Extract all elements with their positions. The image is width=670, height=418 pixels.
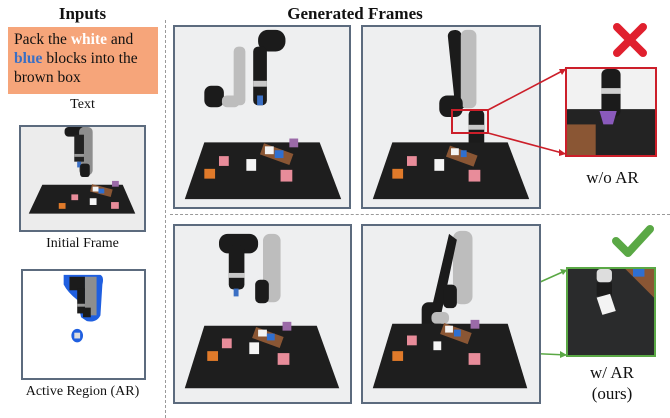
initial-frame-caption: Initial Frame xyxy=(46,236,119,251)
fail-zoom-image xyxy=(565,67,657,157)
success-zoom-image xyxy=(566,267,656,357)
active-region-caption: Active Region (AR) xyxy=(25,384,140,399)
row1-frame2-image xyxy=(361,25,541,209)
text-prompt: Pack the white and blue blocks into the … xyxy=(8,27,158,94)
row2-frame2-image xyxy=(361,224,541,404)
row2-label: w/ AR xyxy=(590,363,634,382)
prompt-text-part3: blocks into the brown box xyxy=(14,50,138,86)
initial-frame-image xyxy=(19,125,146,232)
row1-label: w/o AR xyxy=(586,168,639,187)
vertical-divider xyxy=(165,20,166,418)
prompt-text-part1: Pack the xyxy=(14,31,71,48)
prompt-blue-word: blue xyxy=(14,50,43,67)
generated-frames-header: Generated Frames xyxy=(287,4,423,23)
row1-frame1-image xyxy=(173,25,351,209)
prompt-white-word: white xyxy=(70,31,107,48)
check-icon xyxy=(612,224,654,258)
inputs-header: Inputs xyxy=(58,4,107,23)
text-caption: Text xyxy=(70,97,95,112)
horizontal-divider xyxy=(170,214,670,215)
cross-icon xyxy=(612,22,648,58)
row2-frame1-image xyxy=(173,224,352,404)
prompt-text-part2: and xyxy=(107,31,134,48)
row2-sublabel: (ours) xyxy=(591,384,633,403)
active-region-image xyxy=(21,269,146,380)
